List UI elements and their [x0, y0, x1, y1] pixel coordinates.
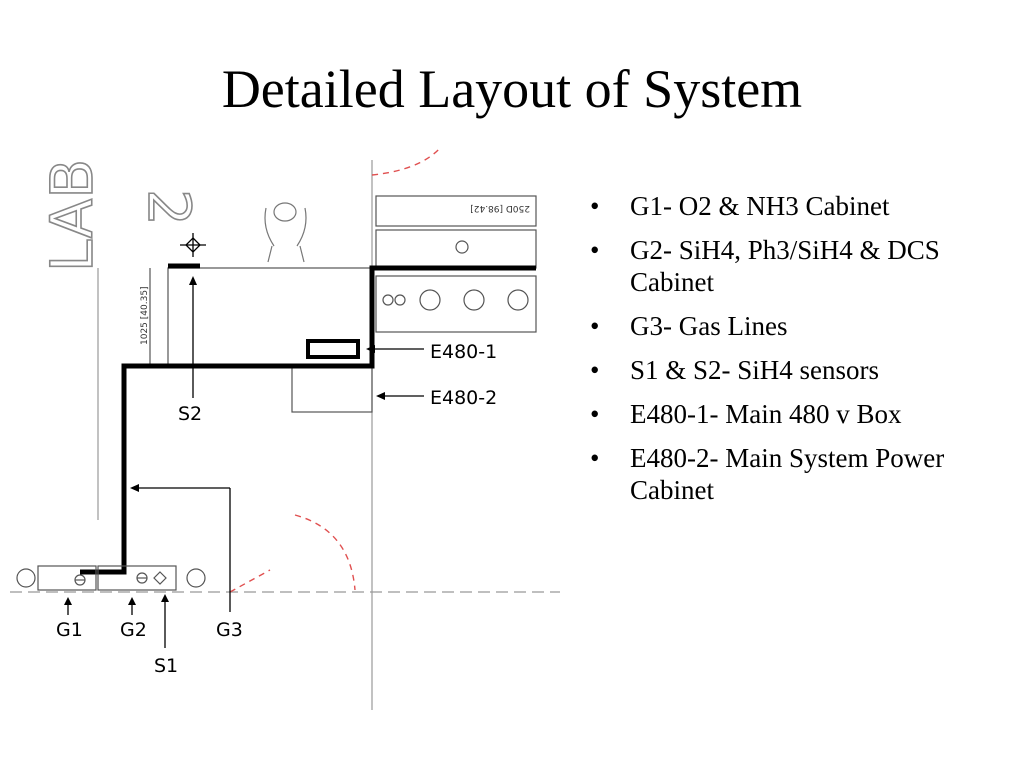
- door-swing-arcs: [229, 147, 441, 593]
- bullet-item: • G1- O2 & NH3 Cabinet: [590, 190, 990, 222]
- bullet-text: G3- Gas Lines: [630, 311, 788, 341]
- bullet-item: • E480-1- Main 480 v Box: [590, 398, 990, 430]
- label-e480-2: E480-2: [430, 387, 497, 409]
- page-title: Detailed Layout of System: [221, 59, 803, 119]
- person-figure-icon: [264, 202, 307, 263]
- svg-text:250D [98.42]: 250D [98.42]: [470, 203, 530, 213]
- bullet-dot-icon: •: [590, 235, 600, 265]
- svg-text:2: 2: [135, 189, 203, 226]
- bullet-dot-icon: •: [590, 399, 600, 429]
- bottom-cabinets: [16, 565, 206, 591]
- bullet-item: • E480-2- Main System Power Cabinet: [590, 442, 990, 506]
- bullet-text: S1 & S2- SiH4 sensors: [630, 355, 880, 385]
- label-e480-1: E480-1: [430, 341, 497, 363]
- cabinet-row: 250D [98.42]: [375, 195, 537, 333]
- room-number-label: 2: [134, 188, 204, 227]
- bullet-dot-icon: •: [590, 191, 600, 221]
- svg-text:1025 [40.35]: 1025 [40.35]: [140, 286, 150, 345]
- bullet-text: G1- O2 & NH3 Cabinet: [630, 191, 890, 221]
- bullet-text: E480-1- Main 480 v Box: [630, 399, 902, 429]
- bullet-item: • G3- Gas Lines: [590, 310, 990, 342]
- bullet-dot-icon: •: [590, 311, 600, 341]
- lab-room-label: LAB: [37, 158, 107, 273]
- legend-bullet-list: • G1- O2 & NH3 Cabinet • G2- SiH4, Ph3/SiH…: [590, 190, 990, 518]
- e480-1-box: [306, 339, 360, 359]
- bullet-item: • S1 & S2- SiH4 sensors: [590, 354, 990, 386]
- bullet-dot-icon: •: [590, 355, 600, 385]
- bullet-item: • G2- SiH4, Ph3/SiH4 & DCS Cabinet: [590, 234, 990, 298]
- sensor-s2-icon: [180, 233, 206, 257]
- bullet-text: G2- SiH4, Ph3/SiH4 & DCS Cabinet: [630, 235, 940, 297]
- wall-lines: [10, 160, 560, 710]
- bullet-text: E480-2- Main System Power Cabinet: [630, 443, 945, 505]
- label-g2: G2: [120, 619, 147, 641]
- label-g3: G3: [216, 619, 243, 641]
- svg-text:LAB: LAB: [38, 159, 106, 272]
- label-s2: S2: [178, 403, 202, 425]
- dimension-label: 1025 [40.35]: [140, 286, 150, 345]
- arrowheads: [64, 276, 385, 605]
- gas-line: [80, 265, 536, 575]
- label-s1: S1: [154, 655, 178, 677]
- label-g1: G1: [56, 619, 83, 641]
- bullet-dot-icon: •: [590, 443, 600, 473]
- leader-lines: [67, 280, 424, 648]
